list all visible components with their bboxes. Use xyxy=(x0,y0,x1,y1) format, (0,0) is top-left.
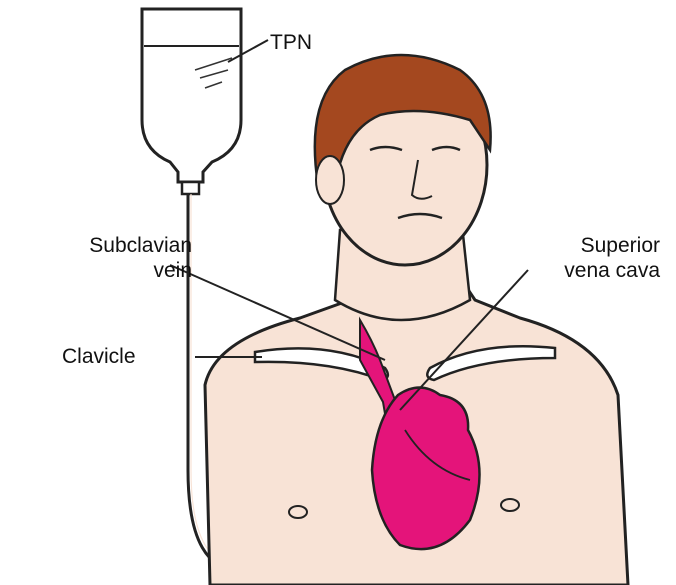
label-superior-vena-cava: Superior vena cava xyxy=(470,233,660,283)
label-clavicle: Clavicle xyxy=(62,344,136,369)
label-subclavian-vein-line1: Subclavian xyxy=(12,233,192,258)
label-superior-vena-cava-line2: vena cava xyxy=(470,258,660,283)
label-subclavian-vein-line2: vein xyxy=(12,258,192,283)
label-tpn: TPN xyxy=(270,30,312,55)
label-superior-vena-cava-line1: Superior xyxy=(470,233,660,258)
label-subclavian-vein: Subclavian vein xyxy=(12,233,192,283)
iv-bag xyxy=(142,9,241,194)
heart xyxy=(372,388,480,550)
